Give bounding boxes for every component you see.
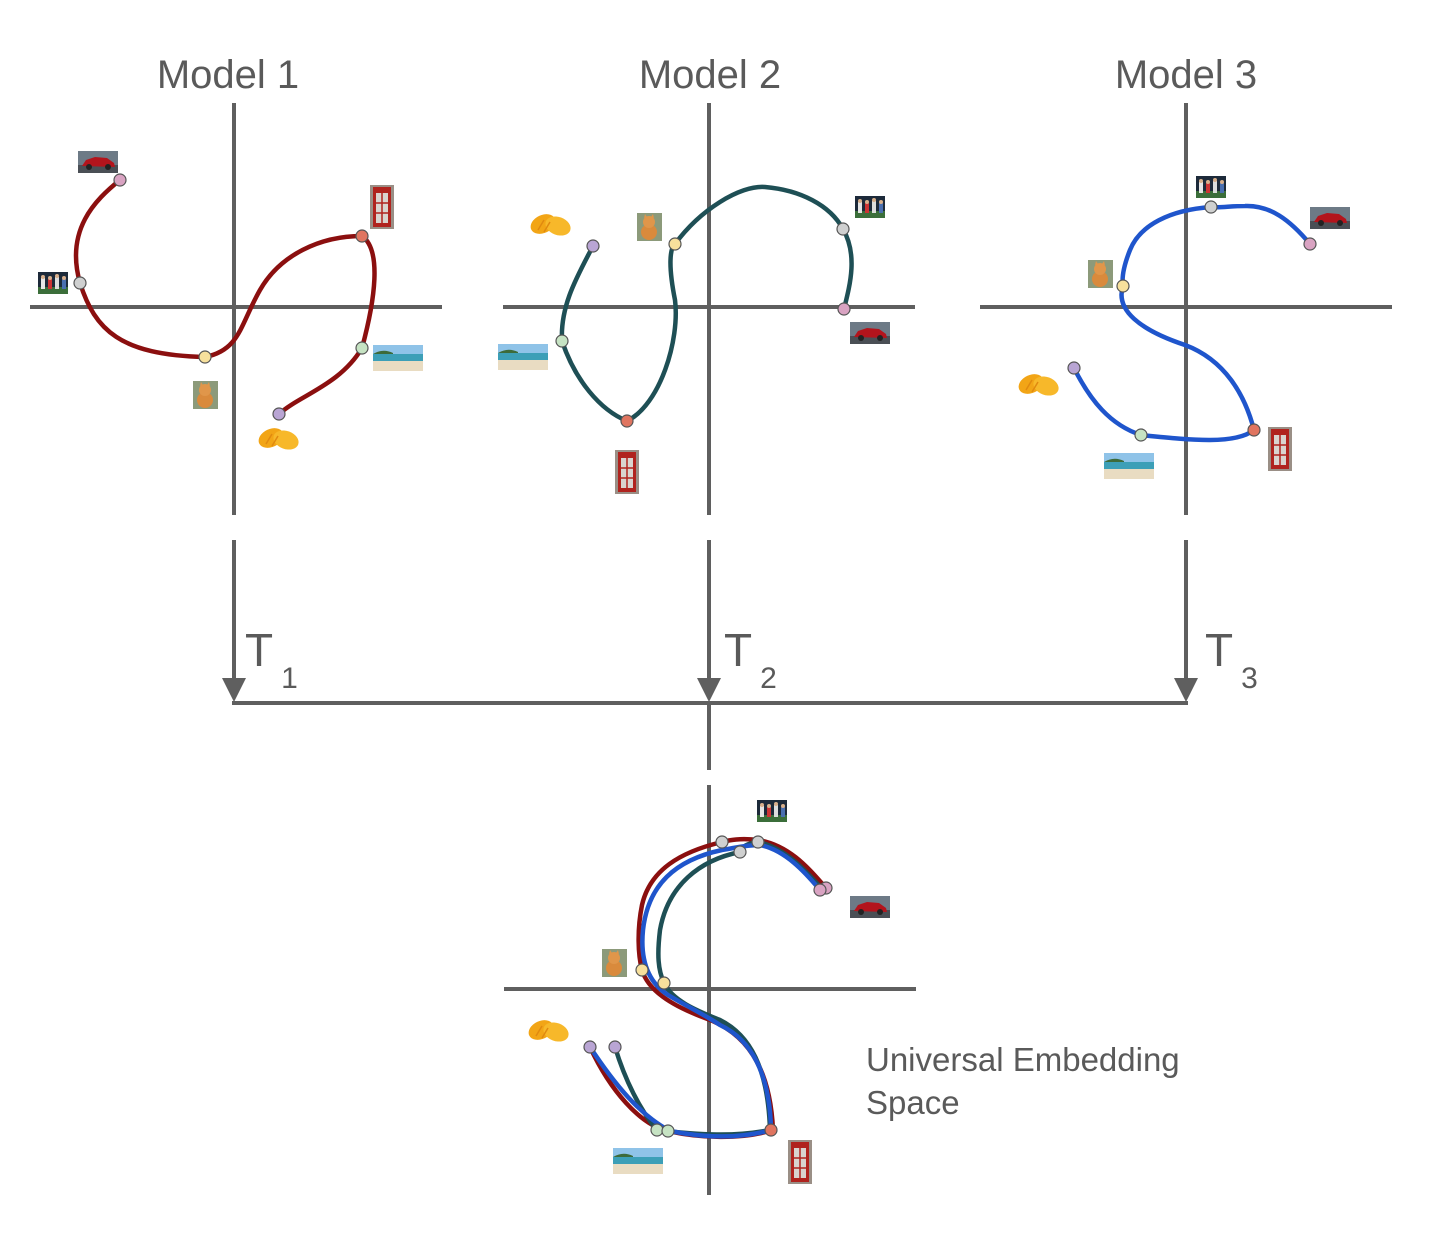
model-3-beach-point [1134,428,1148,442]
model-1-cat-point [198,350,212,364]
crowd-photo-icon [855,196,885,218]
car-photo-icon [850,322,890,344]
universal-cat-point-2 [657,976,671,990]
universal-space-caption-line-2: Space [866,1084,960,1121]
transform-3-arrowhead [1174,678,1198,702]
model-1-beach-point [355,341,369,355]
cat-photo-icon [193,381,218,409]
transform-arrows: T1 T2 T3 [222,540,1258,770]
beach-photo-icon [1104,453,1154,479]
model-3-cat-point [1116,279,1130,293]
beach-photo-icon [613,1148,663,1174]
phone-booth-photo-icon [1267,426,1293,472]
beach-photo-icon [373,345,423,371]
cat-photo-icon [637,213,662,241]
mango-photo-icon [254,423,303,454]
mango-photo-icon [1014,369,1063,400]
universal-crowd-point-1 [715,835,729,849]
universal-cat-point-1 [635,963,649,977]
universal-mango-point-1 [583,1040,597,1054]
universal-beach-point-2 [661,1124,675,1138]
beach-photo-icon [498,344,548,370]
universal-beach-point-1 [650,1123,664,1137]
model-1-crowd-point [73,276,87,290]
model-3-mango-point [1067,361,1081,375]
model-3-curve [1071,203,1313,443]
universal-crowd-point-3 [733,845,747,859]
cat-photo-icon [1088,260,1113,288]
model-3-car-point [1303,237,1317,251]
model-3-title: Model 3 [1115,53,1257,97]
mango-photo-icon [524,1015,573,1046]
model-2-curve [559,184,854,424]
transform-2-label: T2 [724,624,777,695]
model-1-mango-point [272,407,286,421]
phone-booth-photo-icon [787,1139,813,1185]
model-2-car-point [837,302,851,316]
crowd-photo-icon [757,800,787,822]
model-3-crowd-point [1204,200,1218,214]
model-2-beach-point [555,334,569,348]
crowd-photo-icon [38,272,68,294]
car-photo-icon [1310,207,1350,229]
universal-mango-point-2 [608,1040,622,1054]
model-2-crowd-point [836,222,850,236]
model-1-curve [73,177,377,417]
model-1-panel [30,103,442,515]
model-3-phone-booth-point [1247,423,1261,437]
model-2-cat-point [668,237,682,251]
universal-space-panel: Universal Embedding Space [504,785,1180,1195]
universal-crowd-point-2 [751,835,765,849]
crowd-photo-icon [1196,176,1226,198]
model-1-title: Model 1 [157,53,299,97]
model-2-phone-booth-point [620,414,634,428]
model-2-title: Model 2 [639,53,781,97]
phone-booth-photo-icon [614,449,640,495]
universal-space-caption-line-1: Universal Embedding [866,1041,1180,1078]
phone-booth-photo-icon [369,184,395,230]
transform-1-label: T1 [245,624,298,695]
model-2-panel [498,103,915,515]
transform-2-arrowhead [697,678,721,702]
universal-car-point-2 [813,883,827,897]
transform-3-label: T3 [1205,624,1258,695]
model-1-phone-booth-point [355,229,369,243]
model-2-mango-point [586,239,600,253]
model-1-car-point [113,173,127,187]
cat-photo-icon [602,949,627,977]
transform-1-arrowhead [222,678,246,702]
mango-photo-icon [526,209,575,240]
universal-phone-booth-point [764,1123,778,1137]
model-3-panel [980,103,1392,515]
car-photo-icon [850,896,890,918]
car-photo-icon [78,151,118,173]
